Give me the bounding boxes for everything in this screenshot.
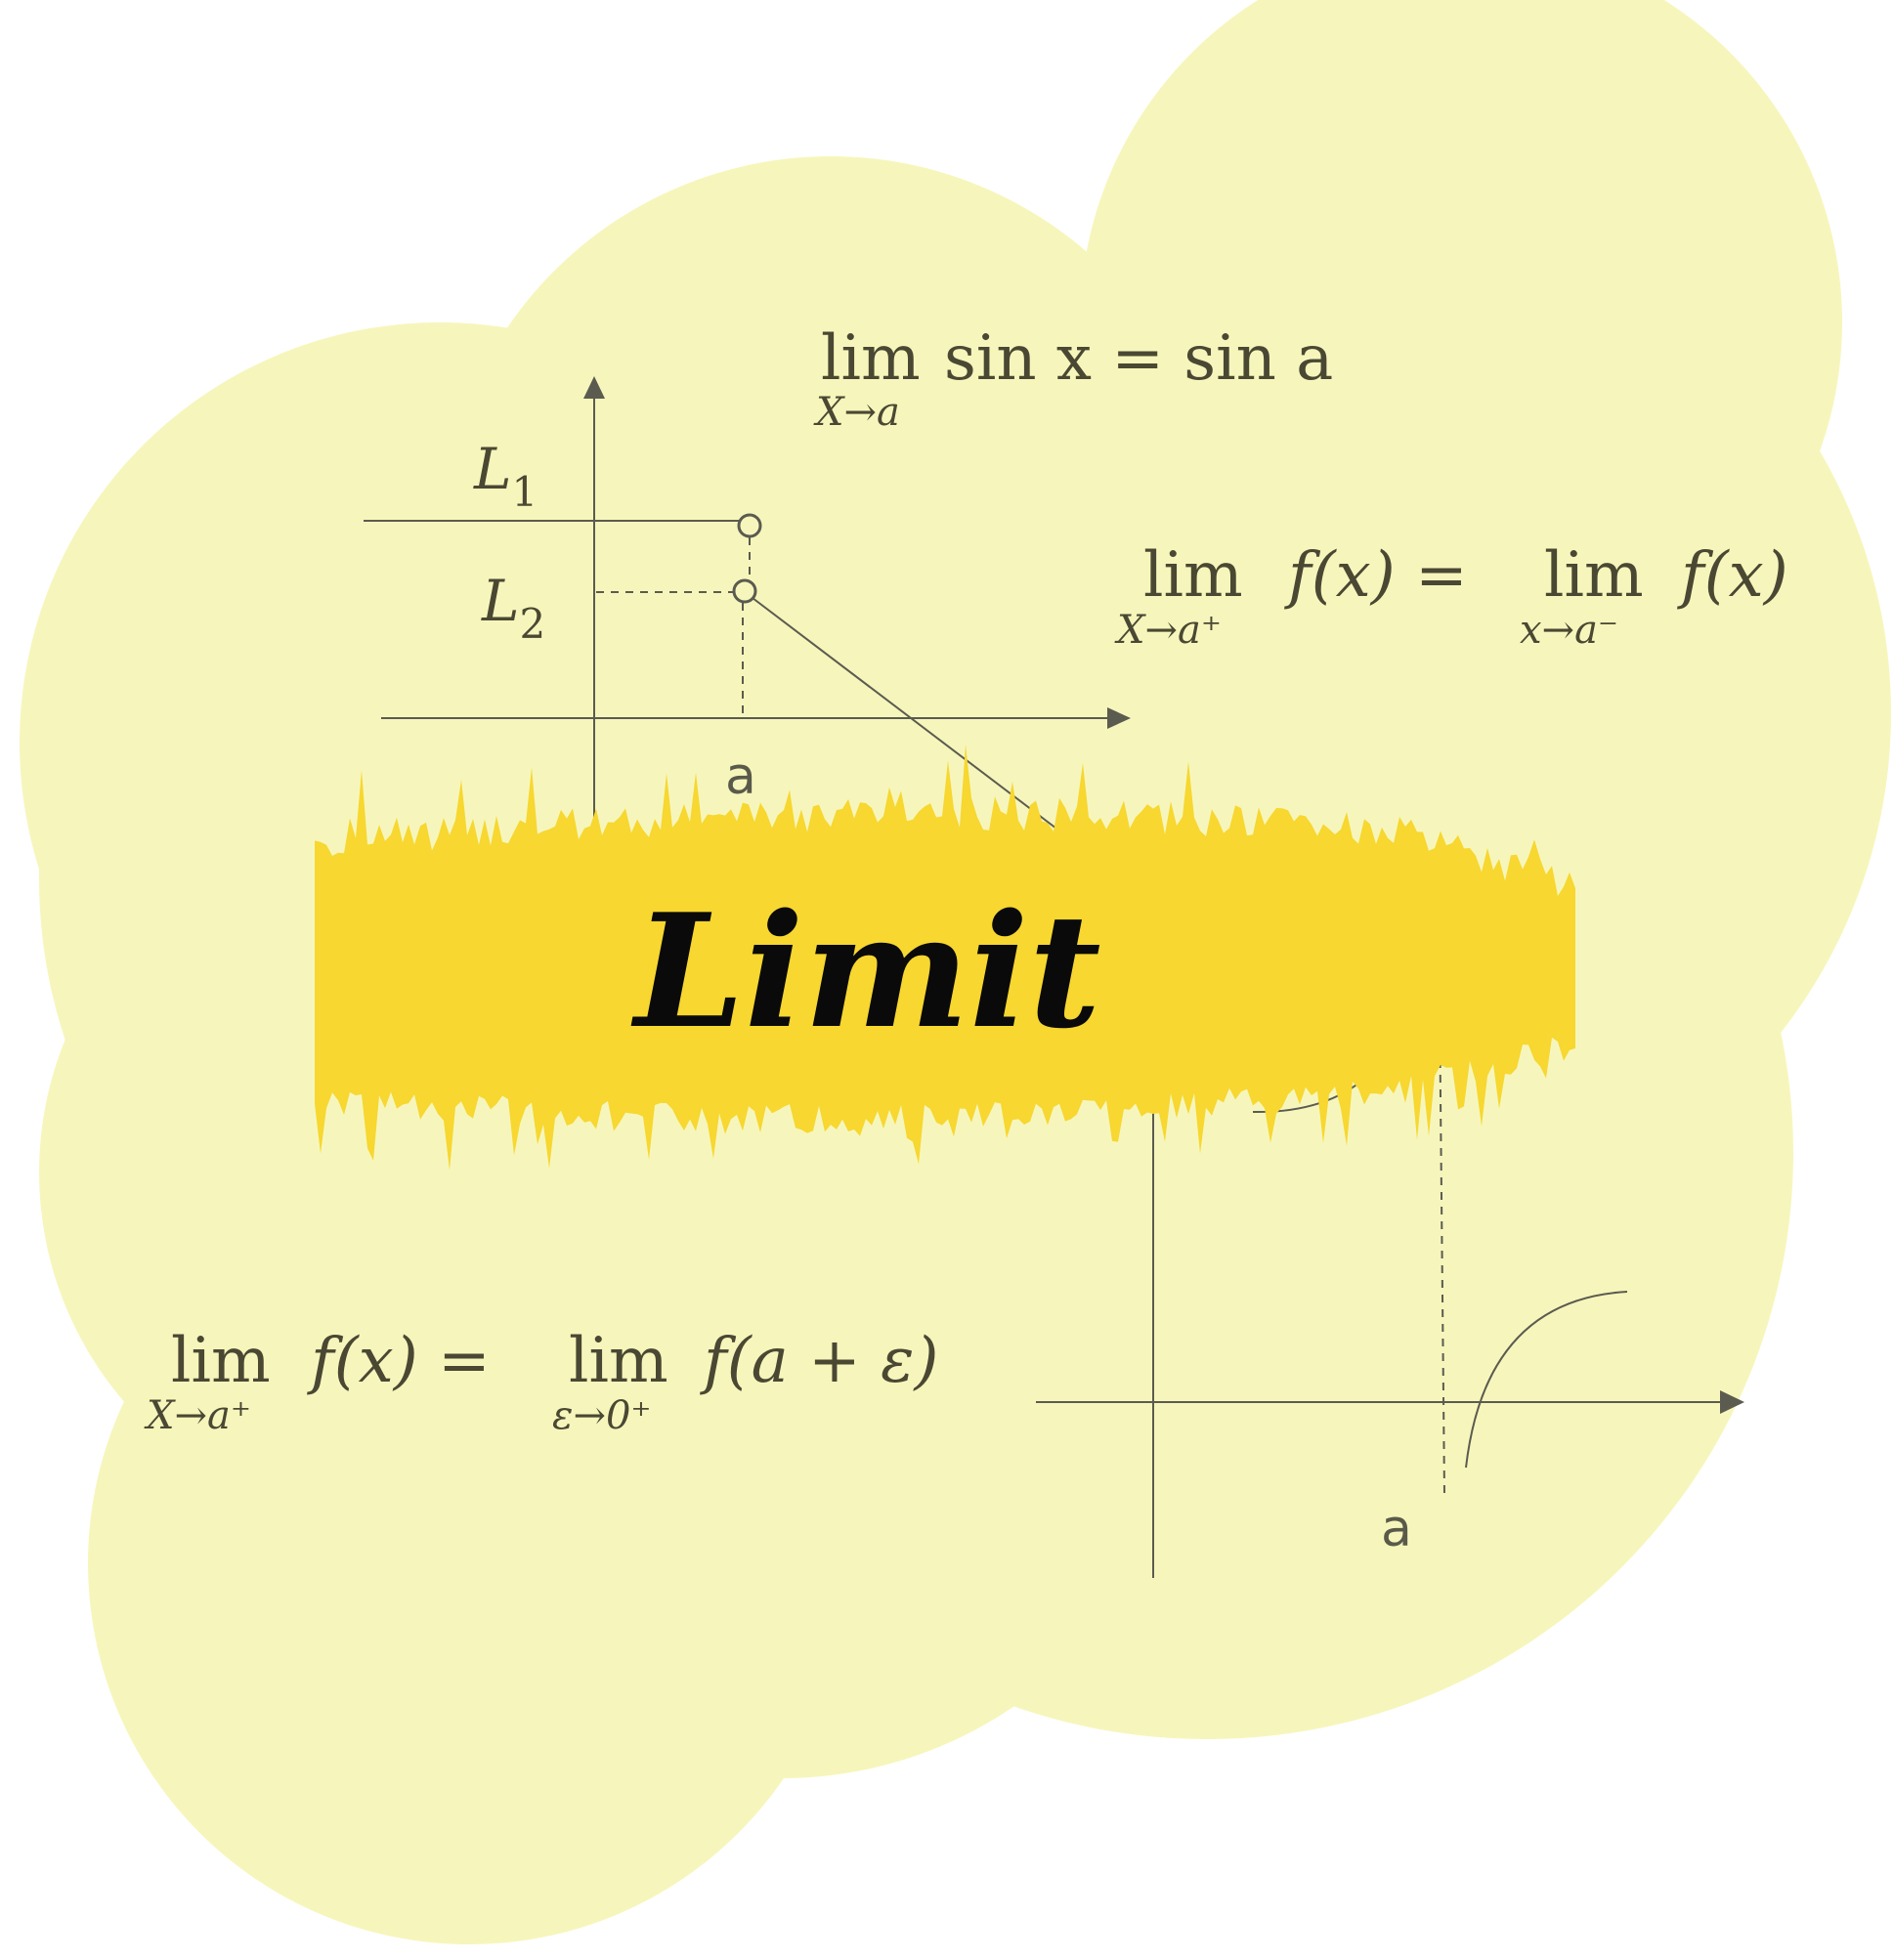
formula-one-sided-equality: lim X→a⁺ f(x) = lim x→a⁻ f(x) <box>1114 539 1788 653</box>
formula1-body: sin x = sin a <box>944 322 1333 395</box>
formula2-body-left: f(x) = <box>1284 539 1468 612</box>
formula-sin-limit: lim X→a sin x = sin a <box>813 322 1333 435</box>
formula2-subscript-left: X→a⁺ <box>1114 608 1222 653</box>
formula2-lim-right: lim <box>1544 539 1644 612</box>
brush-stroke <box>315 745 1575 1171</box>
formula3-body-right: f(a + ε) <box>700 1325 938 1397</box>
graph2-label-a: a <box>1381 1500 1412 1558</box>
graph1-label-l2: L2 <box>481 568 545 648</box>
formula3-body-left: f(x) = <box>307 1325 491 1397</box>
formula3-lim-right: lim <box>569 1325 668 1397</box>
formula2-lim-left: lim <box>1143 539 1243 612</box>
graph-jump-discontinuity: L1 L2 a <box>364 376 1131 851</box>
graph1-y-arrow <box>583 376 605 399</box>
graph2-asymptote-dash <box>1438 898 1445 1496</box>
graph1-open-point-l2 <box>732 578 757 604</box>
formula2-body-right: f(x) <box>1677 539 1788 612</box>
formula3-subscript-left: X→a⁺ <box>144 1393 251 1438</box>
formula3-subscript-right: ε→0⁺ <box>552 1393 652 1438</box>
formula-epsilon-limit: lim X→a⁺ f(x) = lim ε→0⁺ f(a + ε) <box>144 1325 938 1438</box>
graph1-open-point-l1 <box>737 513 762 538</box>
graph2-x-arrow <box>1720 1390 1744 1414</box>
graph1-label-a: a <box>725 747 756 806</box>
formula2-subscript-right: x→a⁻ <box>1520 608 1618 653</box>
formula1-subscript: X→a <box>813 390 900 435</box>
formula3-lim-left: lim <box>171 1325 271 1397</box>
graph1-x-arrow <box>1107 707 1131 729</box>
title-limit: Limit <box>630 879 1100 1063</box>
formula1-lim: lim <box>821 322 921 395</box>
graph1-label-l1: L1 <box>473 436 538 516</box>
graph2-right-branch <box>1465 1291 1628 1469</box>
